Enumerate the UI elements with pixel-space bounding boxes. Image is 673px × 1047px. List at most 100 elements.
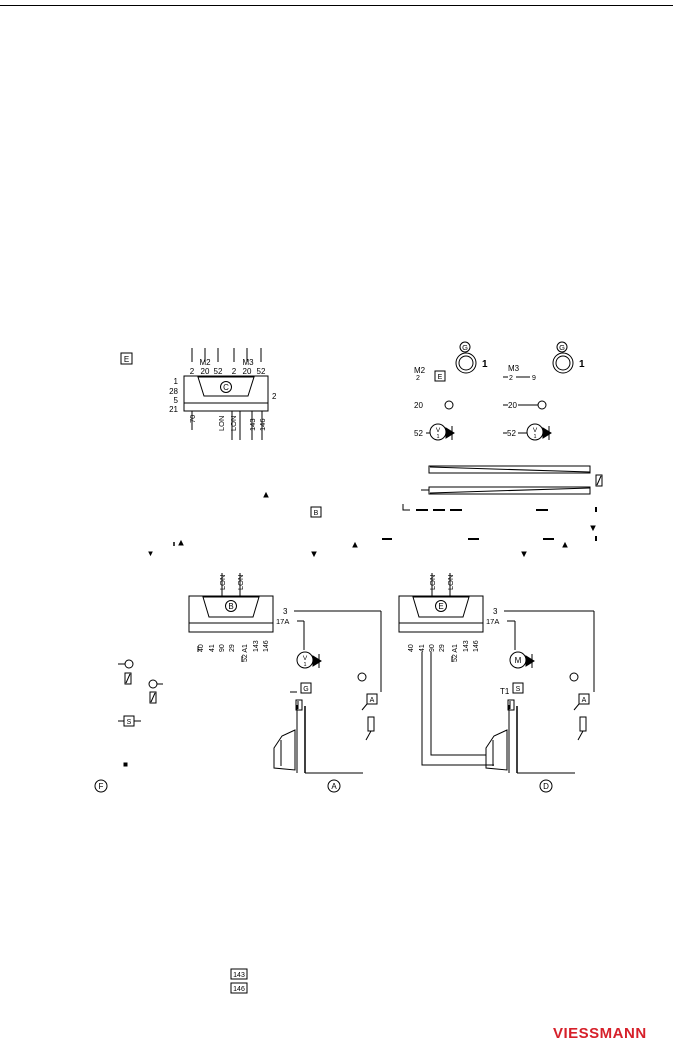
lon-label-2: LON bbox=[236, 575, 245, 590]
group-m3-label: M3 bbox=[242, 358, 254, 367]
bottom-terminal-3: LON bbox=[229, 416, 238, 431]
component-icon bbox=[367, 716, 375, 732]
bottom-label-40b: 40 bbox=[408, 644, 415, 652]
square-marker-b-label: B bbox=[314, 510, 319, 517]
circle-marker-c-label: C bbox=[223, 383, 229, 392]
valve-triangle-icon bbox=[445, 427, 455, 439]
top-terminal-3: 52 bbox=[214, 367, 223, 376]
square-marker-a2 bbox=[578, 693, 590, 705]
module-e: LON LON E 3 17A 40 41 90 29 52 A1 143 14… bbox=[398, 573, 595, 793]
m2-t52: 52 bbox=[414, 429, 423, 438]
dot bbox=[123, 762, 128, 767]
m2-t20: 20 bbox=[414, 401, 423, 410]
pointer-icon bbox=[178, 539, 184, 546]
circle-marker-b bbox=[225, 600, 237, 612]
sensor-icon bbox=[444, 400, 454, 410]
module-e-body bbox=[398, 595, 484, 633]
lon-label-4: LON bbox=[446, 575, 455, 590]
square-marker-a2-label: A bbox=[582, 697, 587, 704]
module-b-body bbox=[188, 595, 274, 633]
burner-icon bbox=[485, 729, 508, 771]
bottom-label-41b: 41 bbox=[419, 644, 426, 652]
module-b-display bbox=[202, 596, 260, 618]
square-marker-e2 bbox=[434, 370, 446, 382]
component-icon bbox=[149, 691, 157, 704]
right-label-17a: 17A bbox=[276, 617, 289, 626]
right-label-3b: 3 bbox=[493, 607, 498, 616]
right-terminal: 2 bbox=[272, 392, 277, 401]
pipe bbox=[430, 652, 486, 756]
circle-marker-e-label: E bbox=[438, 602, 443, 611]
top-terminal-5: 20 bbox=[243, 367, 252, 376]
pointer-icon bbox=[311, 551, 317, 558]
burner-icon bbox=[273, 729, 296, 771]
left-terminal-4: 21 bbox=[169, 405, 178, 414]
bottom-label-90: 90 bbox=[219, 644, 226, 652]
valve-v-label-2: V bbox=[533, 427, 538, 434]
wire bbox=[361, 703, 368, 711]
circle-marker-g1 bbox=[459, 341, 471, 353]
square-marker-e2-label: E bbox=[438, 374, 443, 381]
circle-marker-a-label: A bbox=[331, 782, 337, 791]
pump-icon-inner bbox=[555, 355, 571, 371]
pointer-icon bbox=[590, 525, 596, 532]
wire bbox=[573, 703, 580, 711]
pointer-icon bbox=[562, 541, 568, 548]
dash bbox=[402, 504, 410, 511]
circle-marker-a bbox=[327, 779, 341, 793]
footnote-box-143 bbox=[230, 968, 248, 980]
square-marker-a1 bbox=[366, 693, 378, 705]
bus-bars: B bbox=[148, 465, 603, 558]
circle-marker-g1-label: G bbox=[462, 343, 468, 352]
pump-icon bbox=[552, 352, 574, 374]
sensor-icon bbox=[357, 672, 367, 682]
bottom-label-143: 143 bbox=[253, 640, 260, 652]
top-terminal-1: 2 bbox=[190, 367, 195, 376]
circle-marker-b-label: B bbox=[228, 602, 233, 611]
valve-one-label: 1 bbox=[436, 434, 439, 440]
module-b: LON LON B 3 17A 40 41 90 29 52 A1 143 14… bbox=[94, 573, 382, 793]
valve-triangle-icon bbox=[525, 655, 535, 667]
end-marker bbox=[595, 474, 603, 487]
bar-hatch bbox=[429, 487, 591, 494]
valve-one-label-3: 1 bbox=[303, 662, 306, 668]
footnote-label-146: 146 bbox=[233, 986, 245, 993]
pointer-icon bbox=[263, 491, 269, 498]
circle-marker-e bbox=[435, 600, 447, 612]
bottom-terminal-1: 70 bbox=[188, 415, 197, 423]
square-marker-e1 bbox=[120, 352, 133, 365]
sensor-t1-label: T1 bbox=[500, 687, 510, 696]
component-icon bbox=[579, 716, 587, 732]
valve-triangle-icon bbox=[542, 427, 552, 439]
wire bbox=[577, 730, 584, 741]
valve-v-label-3: V bbox=[303, 655, 308, 662]
valve-triangle-icon bbox=[312, 655, 322, 667]
circle-marker-f bbox=[94, 779, 108, 793]
bottom-terminal-5: 146 bbox=[258, 418, 267, 431]
m3-t9: 9 bbox=[532, 375, 536, 382]
group-m2-label: M2 bbox=[199, 358, 211, 367]
lon-label-3: LON bbox=[428, 575, 437, 590]
valve-v-label: V bbox=[436, 427, 441, 434]
m3-label: M3 bbox=[508, 364, 520, 373]
m2-label: M2 bbox=[414, 366, 426, 375]
bottom-label-29b: 29 bbox=[439, 644, 446, 652]
component-hatch bbox=[125, 673, 131, 684]
bottom-label-29: 29 bbox=[229, 644, 236, 652]
square-marker-s2-label: S bbox=[516, 686, 521, 693]
header-rule bbox=[0, 5, 673, 6]
bottom-label-40: 40 bbox=[198, 644, 205, 652]
circle-marker-c bbox=[220, 381, 232, 393]
circuit-m3: G 1 M3 2 9 20 52 V 1 bbox=[503, 341, 585, 441]
top-terminal-6: 52 bbox=[257, 367, 266, 376]
square-marker-g bbox=[300, 682, 312, 694]
valve-one-label-2: 1 bbox=[533, 434, 536, 440]
square-marker-a1-label: A bbox=[370, 697, 375, 704]
brand-logo: VIESSMANN bbox=[553, 1025, 647, 1042]
pump-icon bbox=[455, 352, 477, 374]
footnote-label-143: 143 bbox=[233, 972, 245, 979]
bottom-label-90b: 90 bbox=[429, 644, 436, 652]
end-marker-hatch bbox=[596, 475, 602, 486]
sensor-well bbox=[295, 699, 303, 711]
